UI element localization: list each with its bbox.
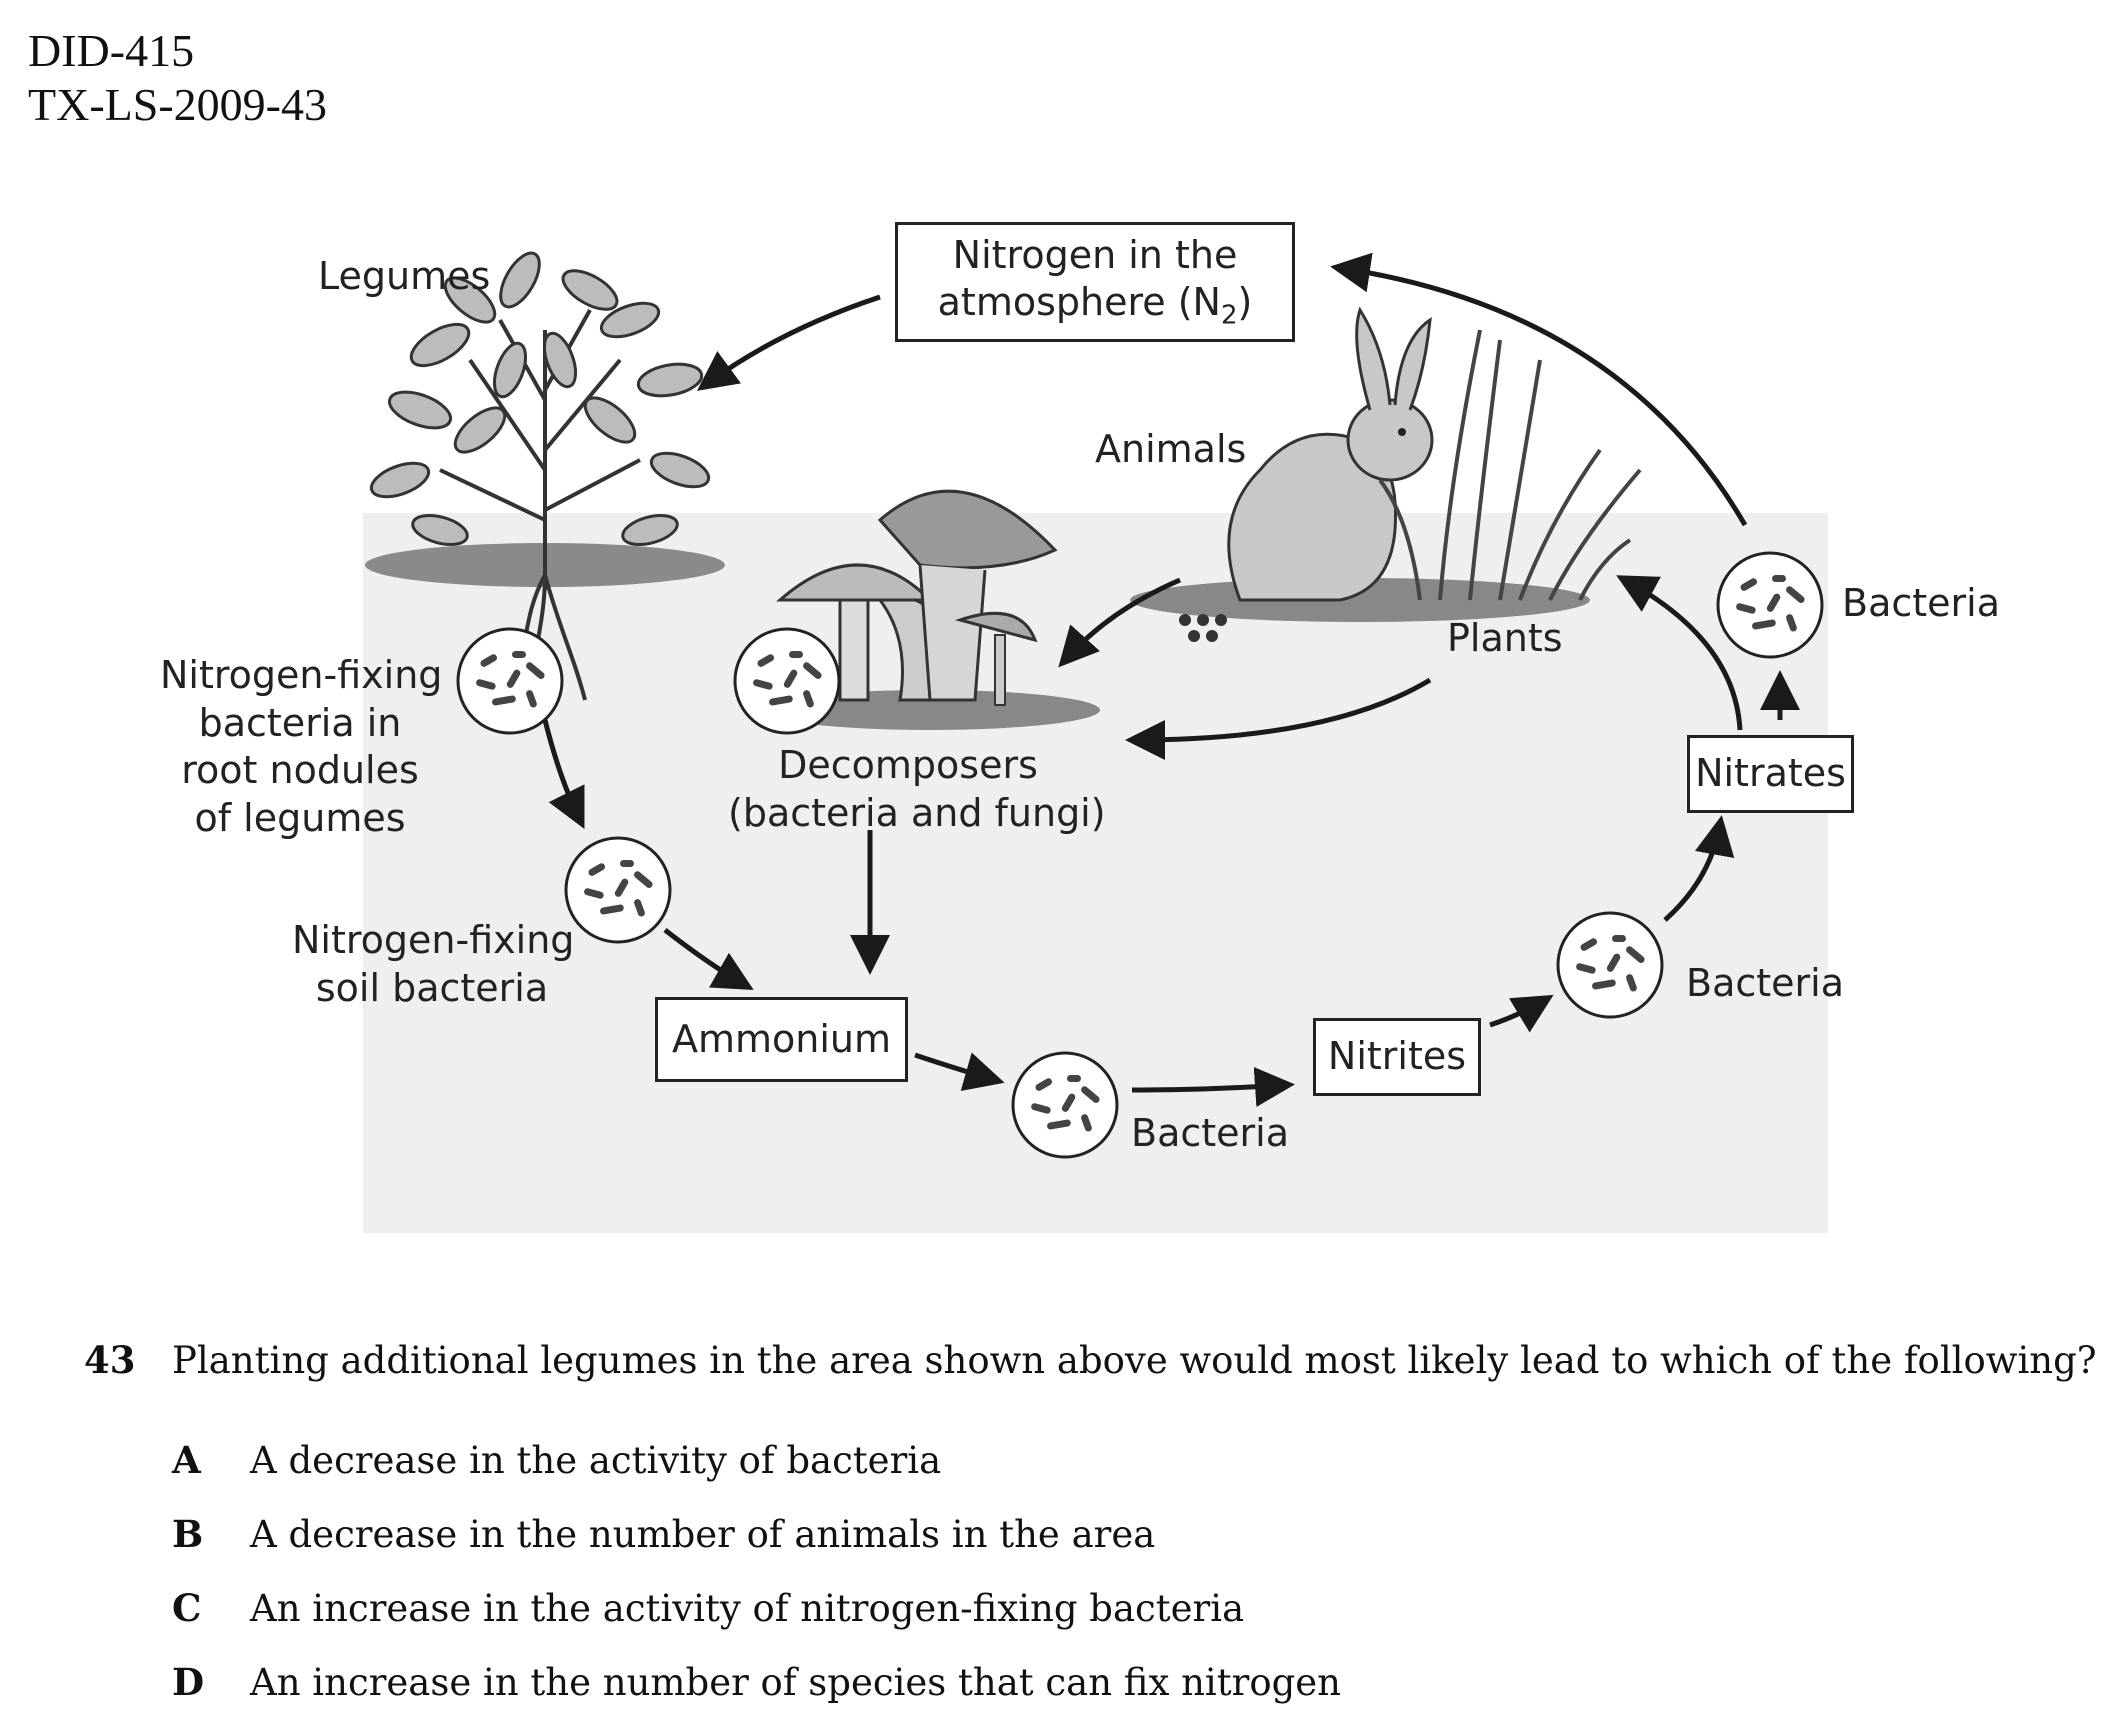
legume-plant-illustration — [365, 251, 725, 721]
choice-letter: C — [172, 1586, 202, 1630]
bacteria-label-mid-right: Bacteria — [1686, 961, 1844, 1005]
arrow-nodules-to-soil-bacteria — [542, 719, 585, 829]
atmosphere-box: Nitrogen in the atmosphere (N2) — [895, 222, 1295, 342]
item-code: TX-LS-2009-43 — [28, 79, 327, 130]
choice-d[interactable]: D An increase in the number of species th… — [172, 1660, 1341, 1704]
arrow-nitrates-to-plants — [1616, 575, 1743, 731]
legumes-label: Legumes — [318, 254, 491, 298]
arrow-bacteria-to-nitrites — [1131, 1067, 1295, 1107]
arrow-bacteria-to-atmosphere — [1330, 252, 1748, 527]
question-number: 43 — [84, 1338, 136, 1382]
arrow-plants-to-decomposers — [1125, 677, 1432, 760]
question-text: Planting additional legumes in the area … — [172, 1339, 2097, 1382]
decomposers-label: Decomposers (bacteria and fungi) — [728, 742, 1106, 837]
decomposer-bacteria-icon — [733, 627, 841, 735]
arrow-ammonium-to-bacteria — [914, 1052, 1005, 1091]
root-nodules-line4: of legumes — [194, 795, 406, 840]
choice-b[interactable]: B A decrease in the number of animals in … — [172, 1512, 1155, 1556]
root-nodule-bacteria-icon — [456, 627, 564, 735]
soil-bacteria-label: Nitrogen-fixing soil bacteria — [292, 917, 575, 1012]
bacteria-label-top-right: Bacteria — [1842, 581, 2000, 625]
choice-letter: A — [172, 1438, 201, 1482]
nitrate-bacteria-icon — [1716, 551, 1824, 659]
choice-letter: B — [172, 1512, 204, 1556]
question-stem: 43 Planting additional legumes in the are… — [84, 1338, 2097, 1382]
choice-text: A decrease in the activity of bacteria — [250, 1439, 942, 1482]
nitrogen-cycle-diagram — [363, 251, 1828, 1233]
arrow-soil-bacteria-to-ammonium — [663, 928, 754, 990]
decomposers-line1: Decomposers — [778, 743, 1038, 787]
atmosphere-line1: Nitrogen in the — [952, 232, 1238, 277]
choice-text: An increase in the activity of nitrogen-… — [250, 1587, 1245, 1630]
nitrite-bacteria-icon — [1556, 911, 1664, 1019]
choice-text: An increase in the number of species tha… — [250, 1661, 1342, 1704]
ammonium-box: Ammonium — [655, 997, 908, 1082]
choice-letter: D — [172, 1660, 205, 1704]
arrow-bacteria-to-nitrates — [1663, 815, 1735, 922]
arrow-animals-to-decomposers — [1058, 577, 1181, 668]
animal-waste-dots — [1179, 614, 1227, 642]
mushroom-illustration — [760, 489, 1100, 730]
soil-bacteria-icon — [564, 836, 672, 944]
atmosphere-line2: atmosphere (N2) — [937, 280, 1253, 331]
nitrites-box: Nitrites — [1313, 1018, 1481, 1096]
root-nodules-label: Nitrogen-fixing bacteria in root nodules… — [160, 652, 443, 842]
animals-label: Animals — [1095, 427, 1247, 471]
choice-c[interactable]: C An increase in the activity of nitrogen… — [172, 1586, 1244, 1630]
root-nodules-line2: bacteria in — [198, 700, 402, 745]
root-nodules-line3: root nodules — [181, 748, 419, 792]
plants-label: Plants — [1447, 616, 1563, 660]
root-nodules-line1: Nitrogen-fixing — [160, 653, 443, 697]
arrow-atmosphere-to-legumes — [696, 294, 881, 391]
document-id: DID-415 — [28, 25, 195, 76]
nitrates-box: Nitrates — [1687, 735, 1854, 813]
arrow-nitrites-to-bacteria — [1489, 994, 1554, 1033]
decomposers-line2: (bacteria and fungi) — [728, 790, 1106, 835]
ammonium-bacteria-icon — [1011, 1051, 1119, 1159]
choice-text: A decrease in the number of animals in t… — [250, 1513, 1156, 1556]
bacteria-label-bottom: Bacteria — [1131, 1111, 1289, 1155]
plants-illustration — [1378, 329, 1642, 601]
soil-bacteria-line1: Nitrogen-fixing — [292, 918, 575, 962]
choice-a[interactable]: A A decrease in the activity of bacteria — [172, 1438, 941, 1482]
rabbit-illustration — [1130, 306, 1590, 622]
soil-bacteria-line2: soil bacteria — [315, 965, 549, 1010]
